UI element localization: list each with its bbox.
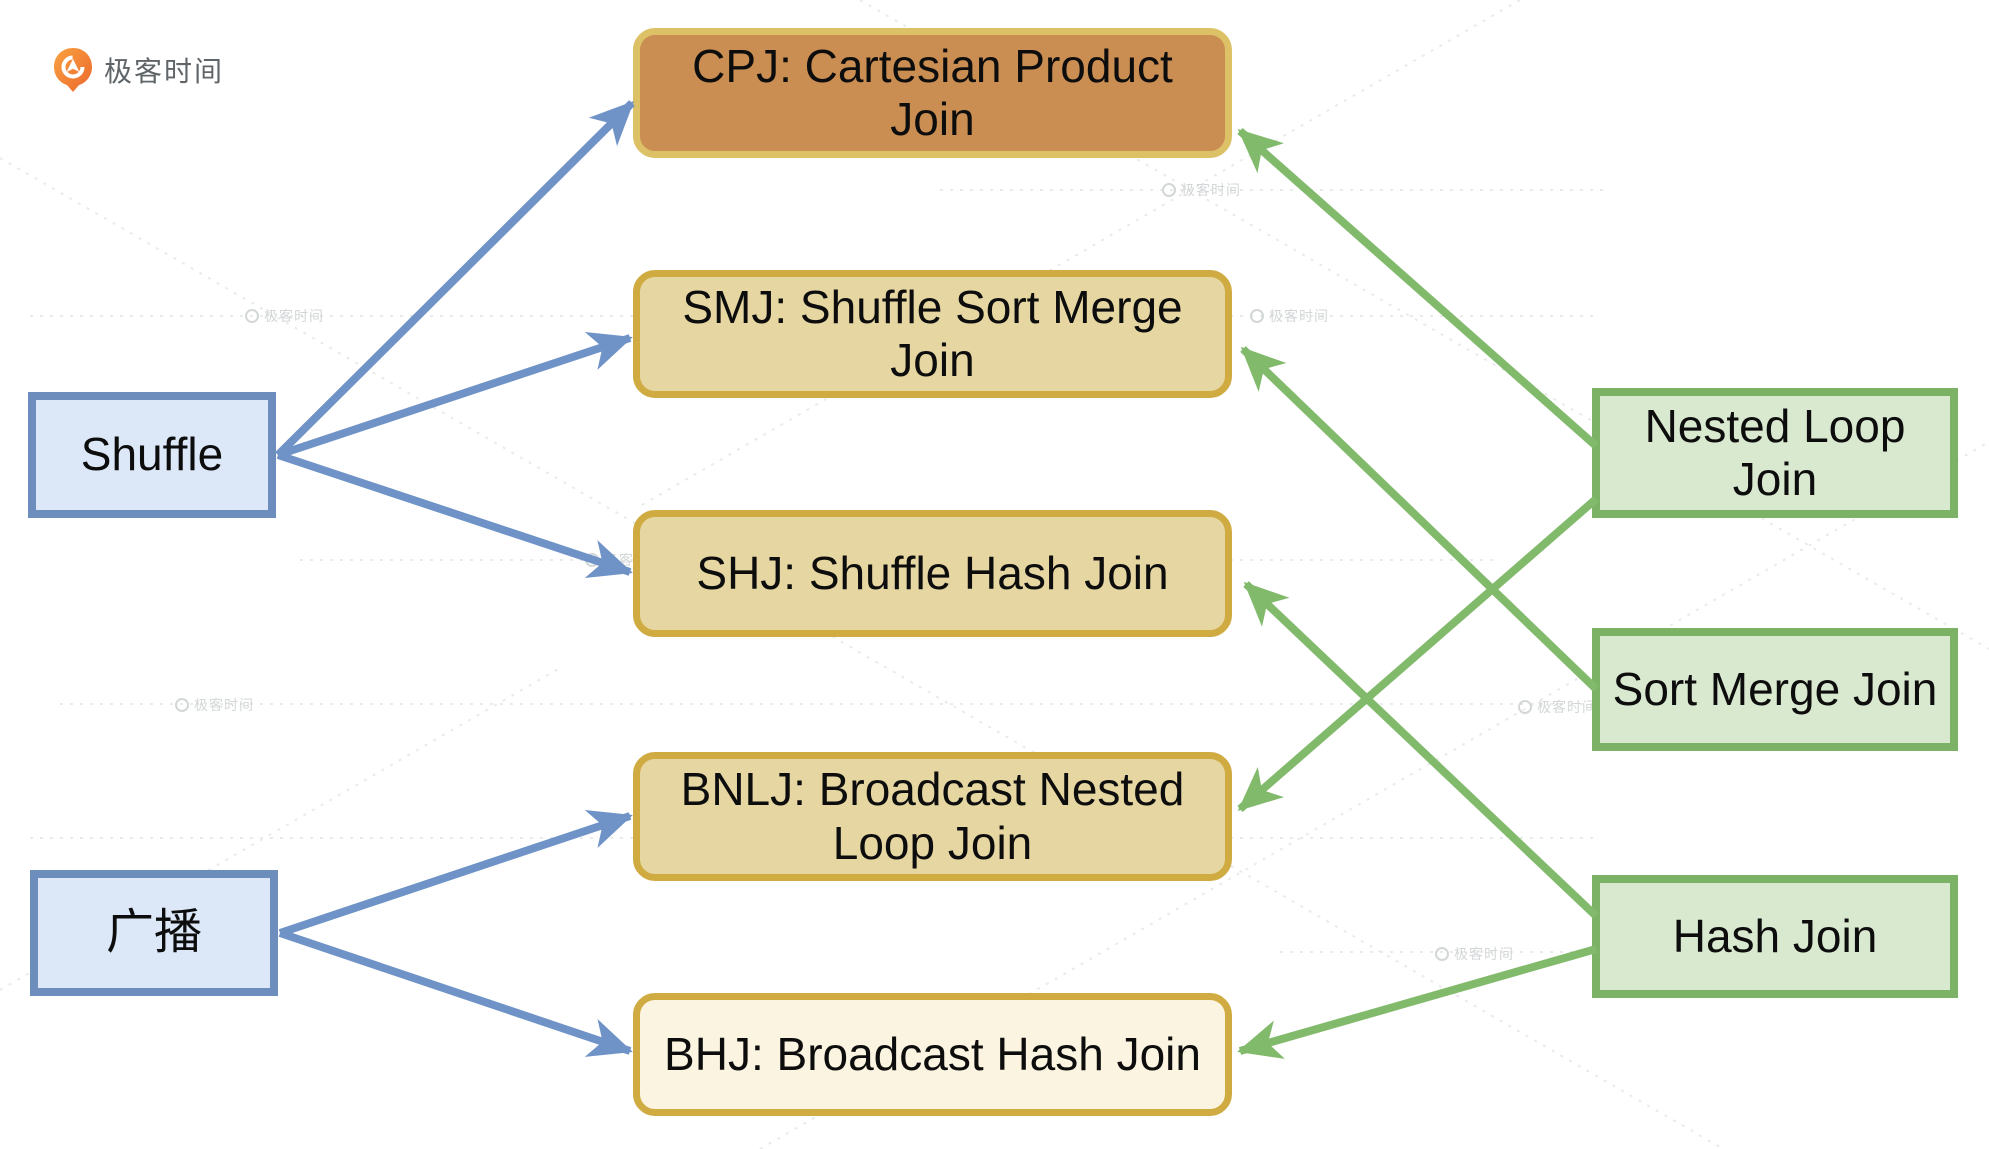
edge-nested-loop-join-cpj <box>1237 128 1599 449</box>
edge-shuffle-smj <box>276 331 633 459</box>
node-broadcast-label: 广播 <box>105 906 202 960</box>
node-nested-loop-join: Nested Loop Join <box>1592 388 1958 518</box>
node-bhj-label: BHJ: Broadcast Hash Join <box>664 1027 1201 1080</box>
node-shuffle: Shuffle <box>28 392 276 518</box>
edge-shuffle-shj <box>276 451 633 579</box>
edge-hash-join-bhj <box>1237 945 1598 1059</box>
node-hash-join: Hash Join <box>1592 875 1958 998</box>
watermark-logo-icon <box>175 698 189 712</box>
edge-nested-loop-join-bnlj <box>1237 495 1599 813</box>
node-cpj-cartesian-product-join: CPJ: Cartesian Product Join <box>633 28 1232 158</box>
watermark-logo-icon <box>1250 309 1264 323</box>
watermark: 极客时间 <box>1518 697 1597 717</box>
node-shj-label: SHJ: Shuffle Hash Join <box>696 546 1169 599</box>
geektime-logo-text: 极客时间 <box>104 56 225 87</box>
edge-hash-join-shj <box>1243 581 1599 919</box>
node-shuffle-label: Shuffle <box>80 428 224 481</box>
node-nlj-label: Nested Loop Join <box>1644 399 1906 505</box>
node-smj-label: SMJ: Shuffle Sort Merge Join <box>682 280 1183 386</box>
geektime-logo: 极客时间 <box>52 46 224 94</box>
node-broadcast: 广播 <box>30 870 278 996</box>
geektime-logo-icon <box>54 48 92 92</box>
node-hashjoin-label: Hash Join <box>1672 909 1878 962</box>
watermark-logo-icon <box>585 553 599 567</box>
node-cpj-label: CPJ: Cartesian Product Join <box>692 39 1173 145</box>
watermark-logo-icon <box>1435 947 1449 961</box>
watermark: 极客时间 <box>175 695 254 715</box>
node-bhj-broadcast-hash-join: BHJ: Broadcast Hash Join <box>633 993 1232 1116</box>
node-smj-shuffle-sort-merge-join: SMJ: Shuffle Sort Merge Join <box>633 270 1232 398</box>
watermark: 极客时间 <box>1162 180 1241 200</box>
watermark-logo-icon <box>1162 183 1176 197</box>
edge-broadcast-bhj <box>278 929 633 1057</box>
node-sortmerge-label: Sort Merge Join <box>1612 662 1938 715</box>
node-bnlj-label: BNLJ: Broadcast Nested Loop Join <box>680 763 1185 869</box>
node-sort-merge-join: Sort Merge Join <box>1592 628 1958 751</box>
watermark-logo-icon <box>245 309 259 323</box>
edge-shuffle-cpj <box>275 100 635 458</box>
watermark: 极客时间 <box>1250 306 1329 326</box>
watermark: 极客时间 <box>1435 944 1514 964</box>
node-shj-shuffle-hash-join: SHJ: Shuffle Hash Join <box>633 510 1232 637</box>
watermark-logo-icon <box>1518 700 1532 714</box>
watermark: 极客时间 <box>245 306 324 326</box>
edge-broadcast-bnlj <box>278 810 633 937</box>
edge-sort-merge-join-smj <box>1240 346 1599 692</box>
node-bnlj-broadcast-nested-loop-join: BNLJ: Broadcast Nested Loop Join <box>633 752 1232 881</box>
